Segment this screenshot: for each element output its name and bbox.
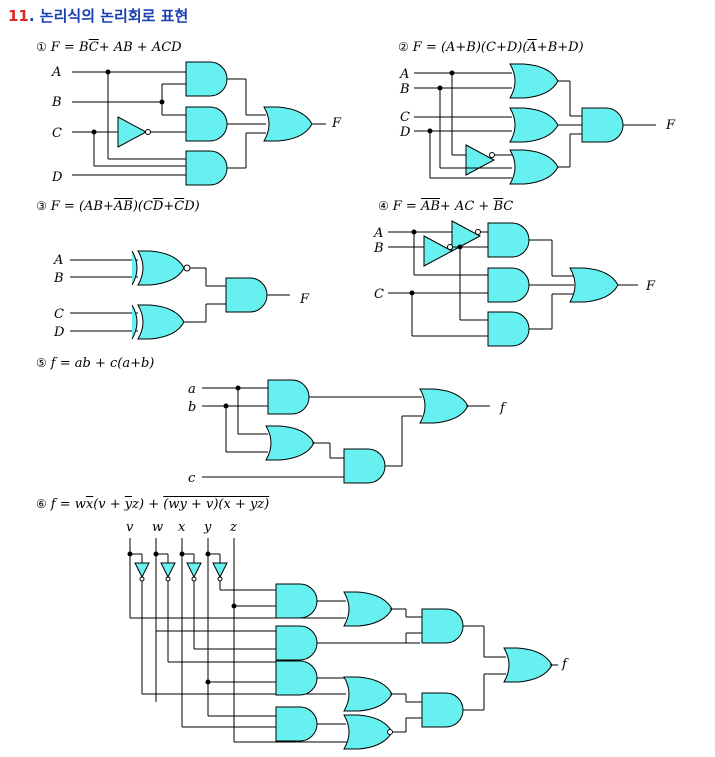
svg-text:w: w: [152, 520, 163, 535]
svg-text:C: C: [54, 307, 64, 322]
svg-text:C: C: [52, 126, 62, 141]
svg-text:A: A: [399, 67, 409, 82]
svg-text:A: A: [53, 253, 63, 268]
svg-text:F: F: [331, 116, 342, 131]
svg-text:C: C: [400, 110, 410, 125]
svg-text:F: F: [299, 292, 310, 307]
circuit-5: a b c f: [188, 379, 507, 486]
svg-text:v: v: [126, 520, 134, 535]
title-number: 11: [8, 7, 29, 25]
svg-text:F: F: [665, 118, 676, 133]
svg-text:z: z: [229, 520, 237, 535]
svg-text:C: C: [374, 287, 384, 302]
svg-text:D: D: [399, 125, 411, 140]
circuit-3: A B C D F: [53, 250, 310, 340]
title-text: 논리식의 논리회로 표현: [39, 7, 189, 25]
circuit-1: A B C D F: [51, 61, 342, 186]
svg-text:f: f: [561, 657, 569, 672]
svg-text:A: A: [51, 65, 61, 80]
svg-text:D: D: [53, 325, 65, 340]
svg-text:F: F: [645, 279, 656, 294]
svg-text:B: B: [51, 95, 62, 110]
svg-text:a: a: [188, 382, 196, 397]
svg-text:b: b: [188, 400, 196, 415]
page-title: 11. 논리식의 논리회로 표현: [8, 7, 189, 25]
circuit-2: A B C D F: [399, 63, 676, 185]
svg-text:D: D: [51, 170, 63, 185]
svg-text:B: B: [399, 82, 410, 97]
svg-text:c: c: [188, 471, 196, 486]
circuit-4: A B C F: [373, 220, 656, 347]
circuit-6: v w x y z f: [126, 520, 569, 750]
svg-text:A: A: [373, 226, 383, 241]
svg-text:y: y: [203, 520, 212, 535]
svg-text:x: x: [178, 520, 186, 535]
svg-text:f: f: [499, 401, 507, 416]
svg-text:B: B: [53, 271, 64, 286]
svg-text:B: B: [373, 241, 384, 256]
